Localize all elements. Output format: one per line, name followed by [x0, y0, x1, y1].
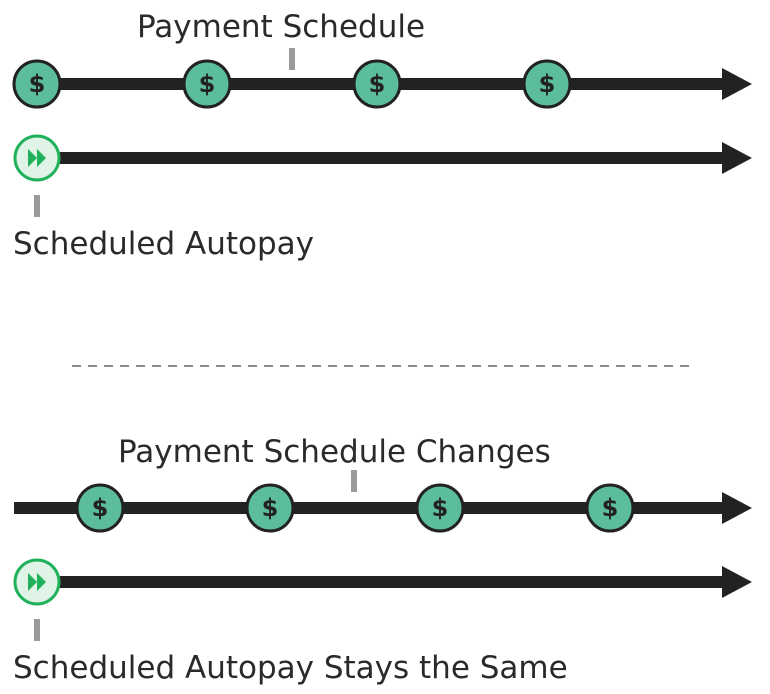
payment-coin: $: [585, 483, 635, 533]
payment-coin: $: [12, 59, 62, 109]
dollar-coin-icon: [75, 483, 125, 533]
autopay-marker: [13, 558, 61, 606]
changed-payment-timeline-arrowhead: [722, 492, 752, 524]
dollar-symbol: $: [539, 70, 556, 98]
dollar-symbol: $: [369, 70, 386, 98]
dollar-coin-icon: [245, 483, 295, 533]
autopay-timeline: [13, 134, 752, 182]
payment-schedule-label: Payment Schedule: [137, 9, 425, 45]
dollar-coin-icon: [522, 59, 572, 109]
dollar-coin-icon: [415, 483, 465, 533]
dollar-symbol: $: [262, 494, 279, 522]
scheduled-autopay-tick: [34, 195, 40, 217]
scheduled-autopay-stays-tick: [34, 619, 40, 641]
dollar-coin-icon: [12, 59, 62, 109]
payment-schedule-changes-tick: [351, 470, 357, 492]
dollar-symbol: $: [199, 70, 216, 98]
dollar-coin-icon: [585, 483, 635, 533]
payment-coin: $: [352, 59, 402, 109]
payment-coin: $: [182, 59, 232, 109]
dollar-symbol: $: [29, 70, 46, 98]
fast-forward-glyph: [28, 149, 37, 167]
scheduled-autopay-stays-label: Scheduled Autopay Stays the Same: [13, 650, 568, 686]
fast-forward-glyph: [37, 149, 46, 167]
payment-timeline: $ $ $ $: [12, 59, 752, 109]
payment-coin: $: [245, 483, 295, 533]
dollar-symbol: $: [92, 494, 109, 522]
payment-timeline-arrowhead: [722, 68, 752, 100]
fast-forward-glyph: [28, 573, 37, 591]
dollar-coin-icon: [352, 59, 402, 109]
dollar-symbol: $: [432, 494, 449, 522]
changed-payment-timeline: $ $ $ $: [14, 483, 752, 533]
unchanged-autopay-timeline-arrowhead: [722, 566, 752, 598]
payment-coin: $: [522, 59, 572, 109]
dollar-symbol: $: [602, 494, 619, 522]
payment-coin: $: [75, 483, 125, 533]
payment-schedule-tick: [289, 48, 295, 70]
scheduled-autopay-label: Scheduled Autopay: [13, 226, 314, 262]
autopay-marker: [13, 134, 61, 182]
dollar-coin-icon: [182, 59, 232, 109]
fast-forward-glyph: [37, 573, 46, 591]
payment-coin: $: [415, 483, 465, 533]
payment-schedule-changes-label: Payment Schedule Changes: [118, 434, 551, 470]
unchanged-autopay-timeline: [13, 558, 752, 606]
autopay-timeline-arrowhead: [722, 142, 752, 174]
